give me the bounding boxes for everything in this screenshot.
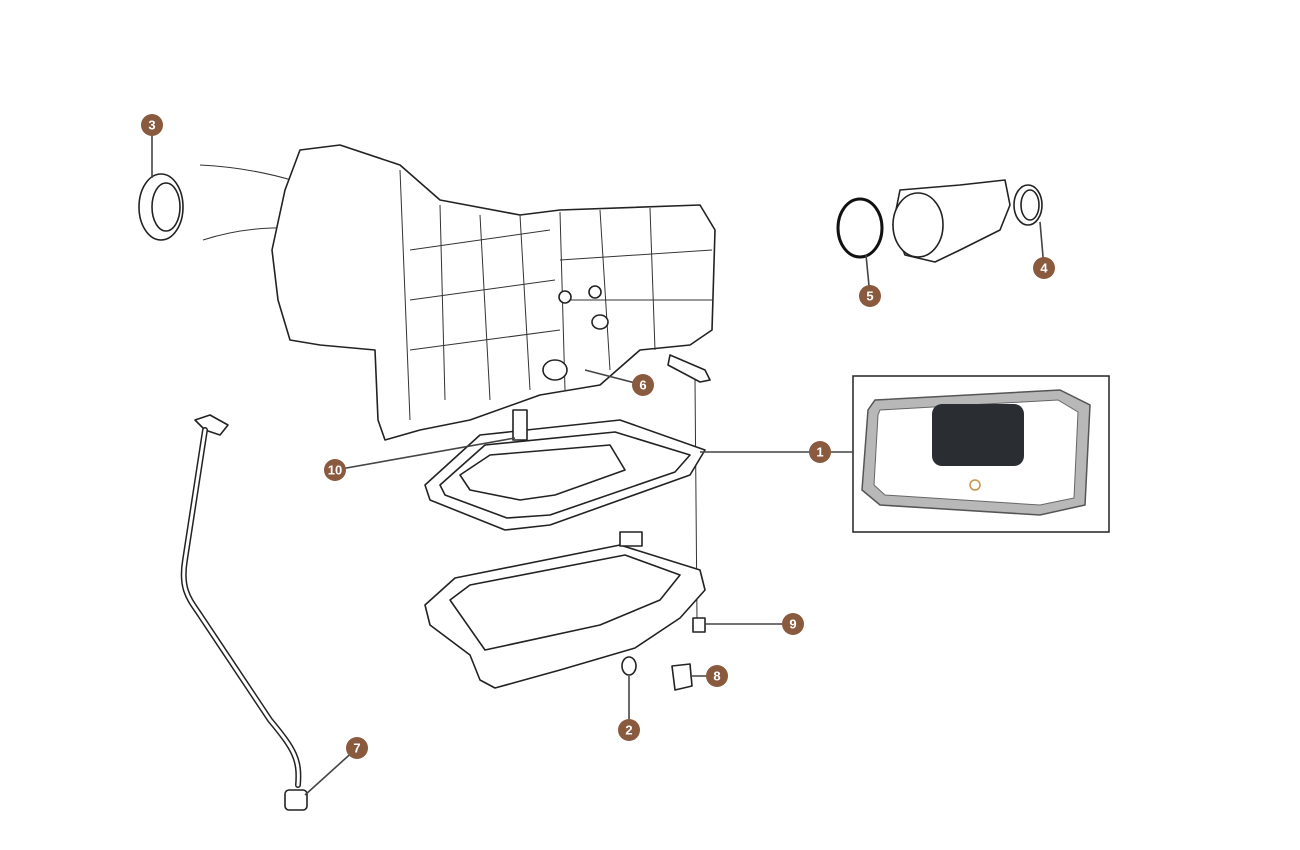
- callout-2[interactable]: 2: [618, 719, 640, 741]
- callout-9[interactable]: 9: [782, 613, 804, 635]
- front-seal-part: [138, 164, 411, 271]
- callout-2-label: 2: [625, 723, 632, 738]
- callout-5-label: 5: [866, 289, 873, 304]
- callout-9-label: 9: [789, 617, 796, 632]
- callout-6[interactable]: 6: [632, 374, 654, 396]
- callout-1[interactable]: 1: [809, 441, 831, 463]
- dipstick-tube: [180, 414, 308, 811]
- callout-5[interactable]: 5: [859, 285, 881, 307]
- transmission-housing: [271, 144, 716, 621]
- callout-8-label: 8: [713, 669, 720, 684]
- oil-pan: [424, 531, 706, 689]
- callout-7[interactable]: 7: [346, 737, 368, 759]
- extension-housing: [836, 179, 1043, 263]
- callout-4-label: 4: [1040, 261, 1048, 276]
- callout-3-label: 3: [148, 118, 155, 133]
- callout-3[interactable]: 3: [141, 114, 163, 136]
- small-parts: [621, 617, 706, 691]
- callout-10[interactable]: 10: [324, 459, 346, 481]
- callout-7-label: 7: [353, 741, 360, 756]
- callout-10-label: 10: [328, 463, 342, 478]
- callout-6-label: 6: [639, 378, 646, 393]
- filter-kit-inset: [852, 375, 1110, 533]
- filter-gasket-assembly: [424, 409, 706, 531]
- callout-1-label: 1: [816, 445, 823, 460]
- callout-8[interactable]: 8: [706, 665, 728, 687]
- callout-4[interactable]: 4: [1033, 257, 1055, 279]
